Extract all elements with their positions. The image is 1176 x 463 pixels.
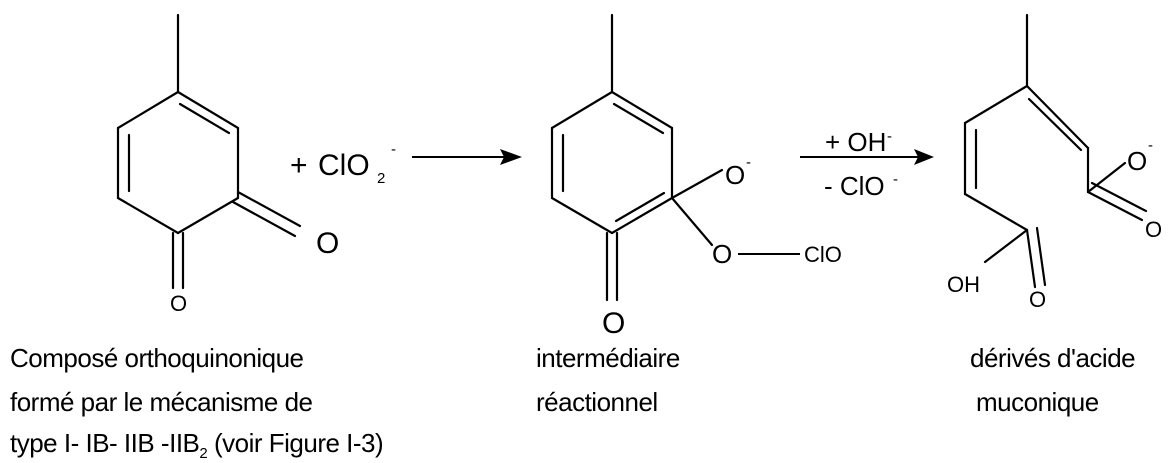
ring-bond xyxy=(610,196,674,235)
caption-text: (voir Figure I-3) xyxy=(207,428,383,458)
atom-O-bridge: O xyxy=(712,239,732,269)
group-OH: OH xyxy=(947,272,980,297)
ring-bond xyxy=(116,90,180,130)
chain-bond xyxy=(1025,84,1090,150)
atom-O-minus-charge: - xyxy=(1148,137,1153,154)
carbonyl-bond xyxy=(1035,226,1047,287)
atom-O-minus: O xyxy=(1127,146,1147,176)
carbonyl-bond xyxy=(1086,190,1144,222)
caption-line: dérivés d'acide xyxy=(970,343,1135,373)
atom-O-minus: O xyxy=(725,160,745,190)
chain-bond xyxy=(963,84,1029,125)
caption-line: réactionnel xyxy=(536,387,658,417)
atom-O-carbonyl-left: O xyxy=(1029,287,1046,312)
ring-bond xyxy=(176,90,240,130)
ring-double-bond xyxy=(178,102,231,135)
reagent-formula: ClO xyxy=(318,149,370,182)
caption-line: muconique xyxy=(976,387,1099,417)
caption-line: Composé orthoquinonique xyxy=(10,343,304,373)
group-ClO: ClO xyxy=(804,242,842,267)
atom-O-lower: O xyxy=(170,291,187,316)
reagent-charge: - xyxy=(391,141,396,158)
ring-bond xyxy=(610,90,674,130)
c-o-bond xyxy=(670,168,724,200)
reagent-label: + ClO 2 - xyxy=(290,141,396,187)
plus-sign: + xyxy=(290,149,308,182)
product-structure: O - O OH O xyxy=(947,13,1162,312)
reaction-arrow-1 xyxy=(412,149,522,165)
intermediate-caption: intermédiaire réactionnel xyxy=(536,343,680,417)
atom-O-right: O xyxy=(316,227,339,260)
product-caption: dérivés d'acide muconique xyxy=(970,343,1136,417)
ring-bond xyxy=(550,90,614,130)
ring-bond xyxy=(176,196,240,235)
carbonyl-bond xyxy=(231,200,297,238)
ring-bond xyxy=(116,196,180,235)
carbonyl-bond xyxy=(236,190,302,228)
caption-line: formé par le mécanisme de xyxy=(10,387,313,417)
caption-line: type I- IB- IIB -IIB2 (voir Figure I-3) xyxy=(10,428,383,462)
reaction-arrow-2: + OH - - ClO - xyxy=(800,127,934,201)
caption-subscript: 2 xyxy=(199,445,207,462)
atom-O-carbonyl: O xyxy=(602,307,625,340)
caption-text: type I- IB- IIB -IIB xyxy=(10,428,199,458)
atom-O-carbonyl-right: O xyxy=(1145,217,1162,242)
reagent-subscript: 2 xyxy=(377,170,385,187)
arrow-above-label: + OH xyxy=(825,127,886,157)
chain-double-bond xyxy=(1027,97,1083,152)
arrow-below-charge: - xyxy=(893,171,898,188)
carbonyl-bond xyxy=(1090,181,1148,213)
c-o-bond xyxy=(670,196,714,247)
carbonyl-bond xyxy=(1025,228,1037,289)
arrow-below-label: - ClO xyxy=(824,171,885,201)
intermediate-structure: O - O ClO O xyxy=(550,13,842,340)
reactant-caption: Composé orthoquinonique formé par le méc… xyxy=(10,343,384,462)
chain-bond xyxy=(963,192,1029,232)
c-o-bond xyxy=(1086,161,1127,194)
ring-double-bond xyxy=(614,191,666,223)
atom-O-minus-charge: - xyxy=(746,154,751,171)
ring-double-bond xyxy=(612,102,665,135)
c-oh-bond xyxy=(983,228,1029,264)
ring-bond xyxy=(550,196,614,235)
caption-line: intermédiaire xyxy=(536,343,680,373)
arrow-above-charge: - xyxy=(887,128,892,145)
reactant-structure: O O xyxy=(116,13,339,316)
